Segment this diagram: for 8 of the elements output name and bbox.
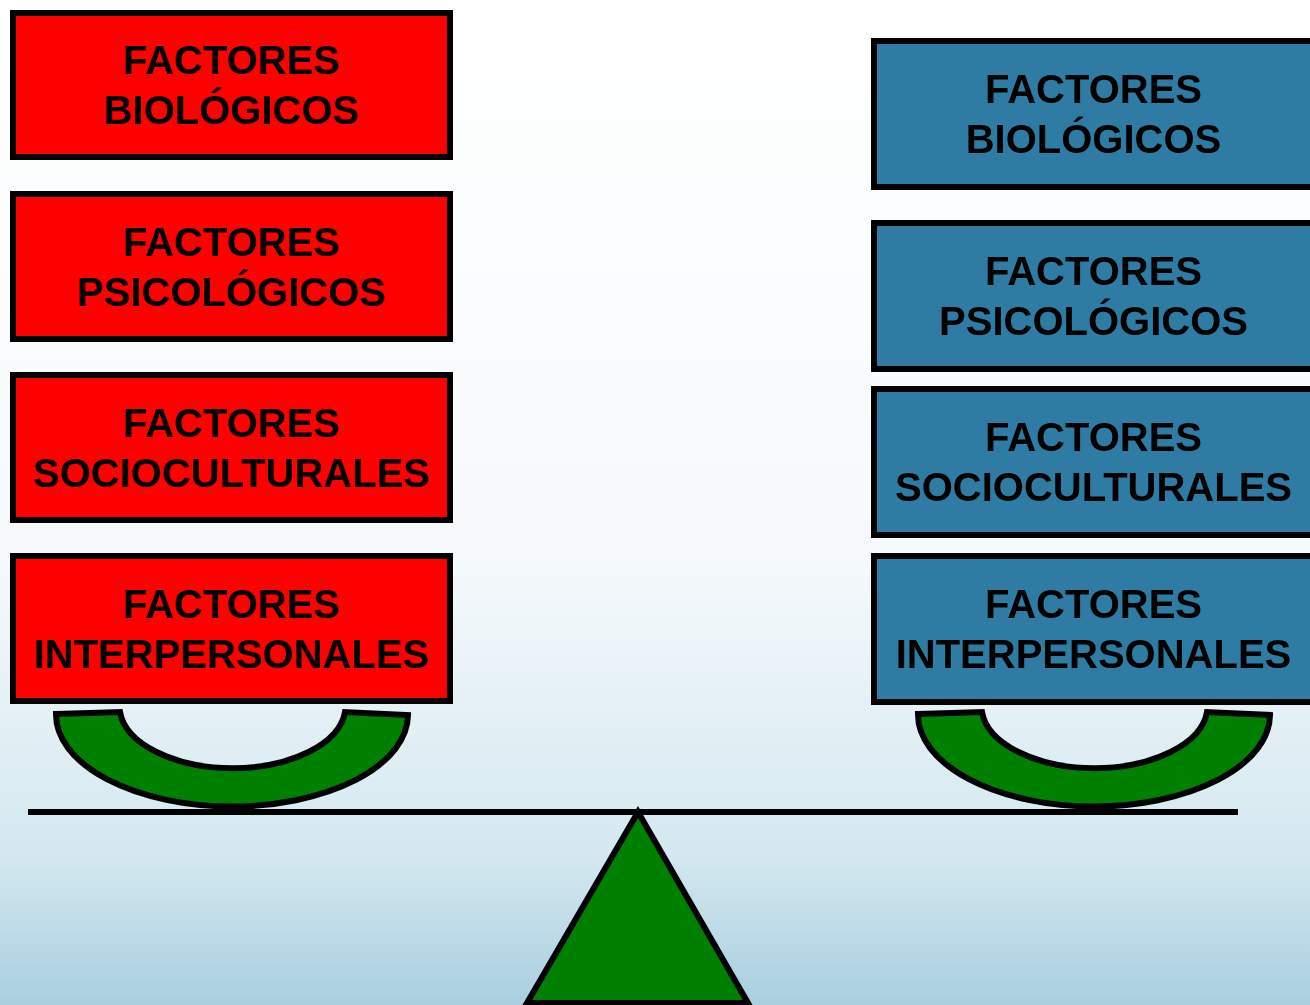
factor-box: FACTORES BIOLÓGICOS [871, 38, 1310, 190]
factor-box: FACTORES BIOLÓGICOS [10, 10, 453, 160]
factor-box: FACTORES SOCIOCULTURALES [10, 372, 453, 523]
factor-box: FACTORES SOCIOCULTURALES [871, 386, 1310, 538]
factor-box: FACTORES PSICOLÓGICOS [10, 191, 453, 342]
factor-box: FACTORES INTERPERSONALES [871, 553, 1310, 705]
factor-box: FACTORES INTERPERSONALES [10, 553, 453, 704]
factor-box: FACTORES PSICOLÓGICOS [871, 220, 1310, 372]
